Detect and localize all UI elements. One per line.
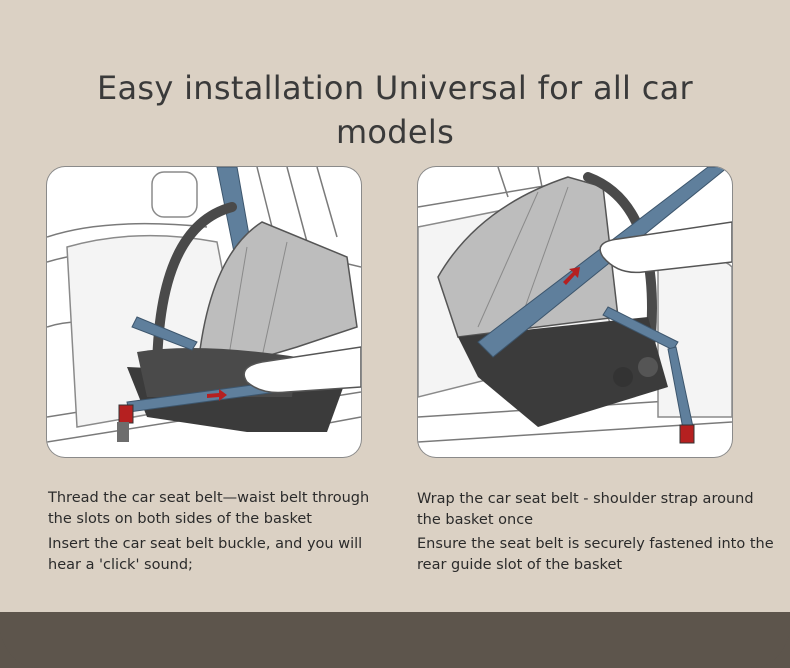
step-1-caption-b: Insert the car seat belt buckle, and you… bbox=[48, 536, 363, 573]
illustration-shoulder-strap bbox=[418, 167, 732, 457]
step-1-caption-a: Thread the car seat belt—waist belt thro… bbox=[48, 490, 370, 527]
shoulder-strap-drawing bbox=[418, 167, 732, 444]
step-2-caption-a: Wrap the car seat belt - shoulder strap … bbox=[417, 491, 754, 528]
illustration-waist-belt bbox=[47, 167, 361, 457]
page-title: Easy installation Universal for all car … bbox=[97, 69, 693, 151]
step-2-caption-b: Ensure the seat belt is securely fastene… bbox=[417, 536, 774, 573]
waist-belt-drawing bbox=[47, 167, 361, 443]
footer-band bbox=[0, 612, 790, 668]
